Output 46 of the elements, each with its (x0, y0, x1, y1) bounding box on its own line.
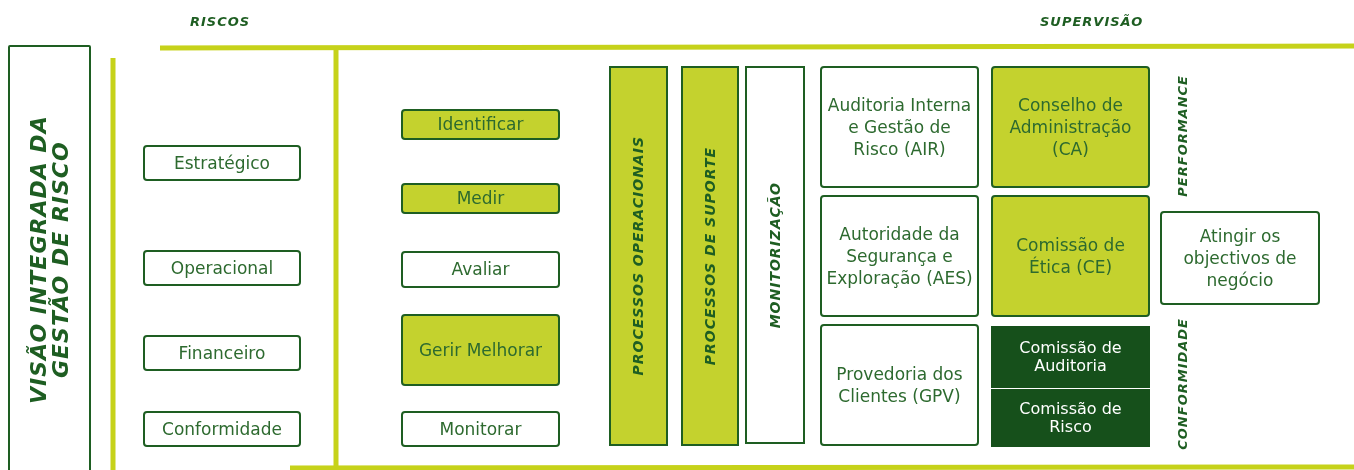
box-label: Comissão de Auditoria (1018, 338, 1123, 376)
box-label: Conformidade (162, 417, 282, 441)
step-box (401, 251, 560, 288)
box-label: Comissão de Ética (CE) (1015, 233, 1126, 279)
body-box (820, 324, 979, 446)
box-label: Provedoria dos Clientes (GPV) (835, 362, 964, 408)
box-label: Conselho de Administração (CA) (1008, 93, 1133, 161)
box-label: Atingir os objectivos de negócio (1182, 224, 1298, 292)
box-label: Estratégico (173, 151, 271, 175)
process-bar (609, 66, 668, 446)
box-label: Auditoria Interna e Gestão de Risco (AIR) (826, 93, 973, 161)
risk-box (143, 411, 301, 447)
goal-box (1160, 211, 1320, 305)
box-label: Identificar (437, 113, 524, 136)
side-label: PERFORMANCE (1175, 75, 1190, 197)
body-box (991, 66, 1150, 188)
title-bar (8, 45, 91, 470)
box-label: Autoridade da Segurança e Exploração (AES) (826, 222, 973, 290)
side-label: CONFORMIDADE (1175, 318, 1190, 450)
risk-box (143, 250, 301, 286)
body-box (820, 195, 979, 317)
vertical-label: PROCESSOS DE SUPORTE (700, 146, 719, 366)
step-box (401, 314, 560, 386)
step-box (401, 183, 560, 214)
body-box (820, 66, 979, 188)
process-bar (745, 66, 805, 444)
box-label: Comissão de Risco (1018, 399, 1123, 437)
step-box (401, 411, 560, 447)
vertical-label: PROCESSOS OPERACIONAIS (629, 136, 648, 376)
body-box (991, 326, 1150, 388)
body-box (991, 389, 1150, 447)
risk-box (143, 145, 301, 181)
body-box (991, 195, 1150, 317)
box-label: Monitorar (439, 417, 522, 441)
process-bar (681, 66, 739, 446)
box-label: Medir (456, 187, 505, 210)
box-label: Financeiro (178, 341, 266, 365)
step-box (401, 109, 560, 140)
box-label: Avaliar (451, 258, 510, 281)
section-heading: RISCOS (190, 14, 251, 29)
risk-box (143, 335, 301, 371)
vertical-label: MONITORIZAÇÃO (765, 181, 784, 329)
box-label: Gerir Melhorar (418, 338, 543, 362)
section-heading: SUPERVISÃO (1040, 14, 1144, 29)
vertical-label: VISÃO INTEGRADA DA GESTÃO DE RISCO (27, 114, 72, 407)
box-label: Operacional (170, 256, 274, 280)
